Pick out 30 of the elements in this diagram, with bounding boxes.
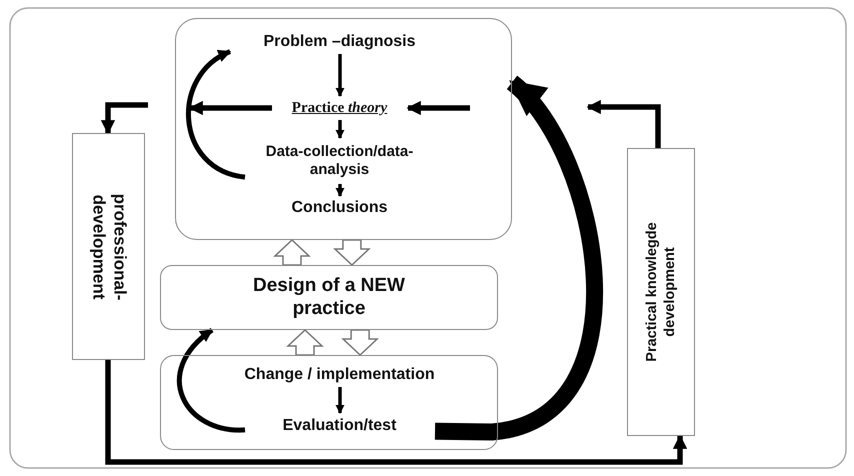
step-label: Practice theory <box>292 98 388 116</box>
vertical-label-box <box>627 148 695 436</box>
curved-arrow <box>434 76 603 440</box>
step-label: Evaluation/test <box>282 416 396 436</box>
step-label: Change / implementation <box>244 364 435 384</box>
arrow <box>406 100 470 116</box>
arrow <box>100 102 148 134</box>
vertical-label-box <box>72 133 145 360</box>
curved-arrow <box>177 328 246 432</box>
arrow <box>586 100 661 148</box>
arrow <box>335 54 345 97</box>
step-label: Conclusions <box>291 198 388 218</box>
curved-arrow <box>186 49 246 180</box>
hollow-arrow <box>273 238 311 266</box>
hollow-arrow <box>286 328 324 356</box>
arrow <box>335 120 345 139</box>
step-label: Problem –diagnosis <box>263 32 416 52</box>
arrow <box>335 387 345 414</box>
process-box <box>160 355 498 450</box>
hollow-arrow <box>333 239 371 266</box>
arrow <box>105 360 688 465</box>
arrow <box>188 100 272 116</box>
process-box <box>175 18 512 240</box>
arrow <box>335 184 345 197</box>
process-box <box>160 265 498 330</box>
hollow-arrow <box>341 329 379 356</box>
box-label: Design of a NEW practice <box>252 274 406 320</box>
step-label: Data-collection/data-analysis <box>264 142 414 178</box>
box-label: Practical knowlegde development <box>642 221 679 364</box>
box-label: professional- development <box>88 192 130 302</box>
